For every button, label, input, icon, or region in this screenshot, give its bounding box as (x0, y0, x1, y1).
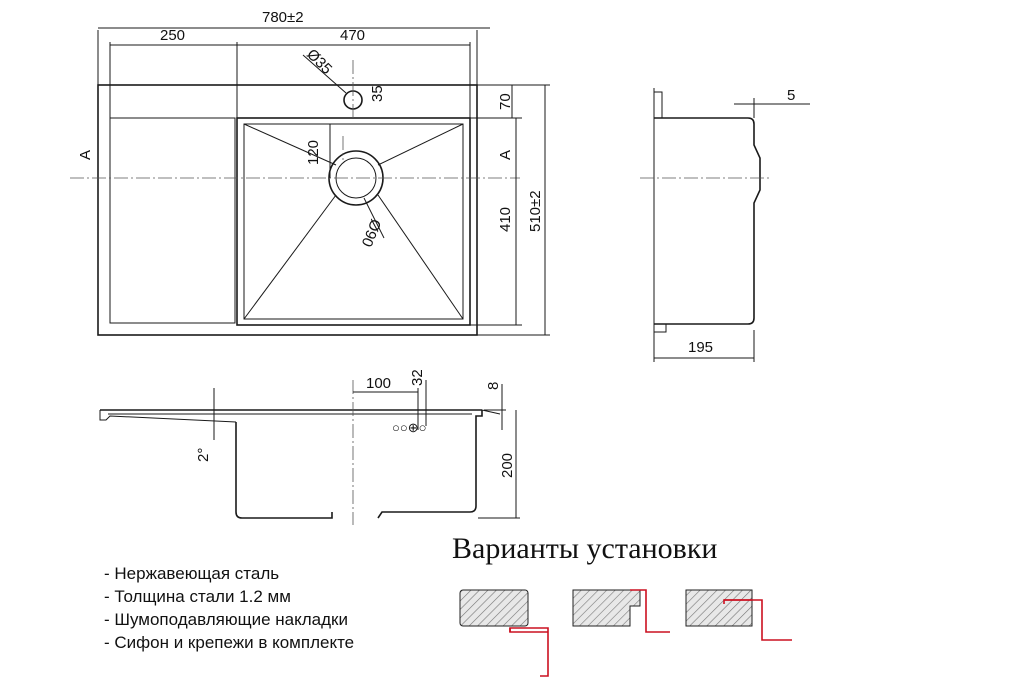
note-item: - Шумоподавляющие накладки (104, 610, 348, 629)
sink-outline (97, 84, 478, 336)
section-label-right: A (497, 150, 514, 160)
dim-flange-thickness: 8 (485, 382, 502, 390)
dim-drain-offset: 120 (305, 140, 322, 165)
note-item: - Толщина стали 1.2 мм (104, 587, 291, 606)
bowl-outline (236, 117, 471, 326)
dim-bowl-depth: 410 (497, 207, 514, 232)
dim-side-flange: 5 (787, 87, 795, 104)
dim-slope: 2° (195, 448, 212, 462)
dim-back-margin: 70 (497, 93, 514, 110)
overflow-symbol: ○○⊕○ (392, 420, 426, 435)
install-variant-flush (572, 589, 670, 633)
spec-notes: - Нержавеющая сталь - Толщина стали 1.2 … (104, 562, 354, 654)
dim-overall-width: 780±2 (262, 9, 304, 26)
section-view: ○○⊕○ 100 32 8 200 2° (99, 369, 520, 525)
dim-bowl-offset: 470 (340, 27, 365, 44)
note-item: - Сифон и крепежи в комплекте (104, 633, 355, 652)
dim-tap-hole-offset: 35 (369, 85, 386, 102)
dim-tap-hole-diameter: Ø35 (303, 46, 335, 78)
dim-overflow-height: 32 (409, 369, 426, 386)
dim-side-depth: 195 (688, 339, 713, 356)
dim-overflow-offset: 100 (366, 375, 391, 392)
note-item: - Нержавеющая сталь (104, 564, 280, 583)
side-view: 5 195 (640, 87, 810, 362)
dim-bowl-height: 200 (499, 453, 516, 478)
installation-title: Варианты установки (452, 532, 718, 565)
install-variant-overmount (685, 589, 792, 641)
install-variant-undermount (459, 589, 549, 677)
installation-variants (459, 589, 792, 677)
dim-drainboard-width: 250 (160, 27, 185, 44)
drainboard-outline (109, 117, 236, 324)
dim-drain-diameter: Ø90 (358, 217, 384, 250)
section-label-left: A (77, 150, 94, 160)
dim-overall-depth: 510±2 (527, 190, 544, 232)
bowl-inner-outline (243, 123, 464, 320)
top-view: A A 780±2 250 470 Ø35 35 120 Ø90 (70, 9, 550, 336)
